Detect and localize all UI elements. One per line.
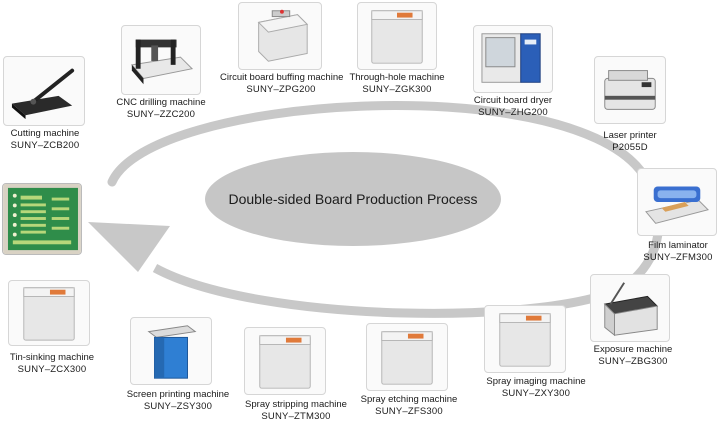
cutting-machine-image	[3, 56, 85, 126]
step-label-film-laminator: Film laminator SUNY–ZFM300	[636, 240, 720, 264]
cnc-drilling-machine-image	[121, 25, 201, 95]
flow-arc-top	[107, 101, 664, 291]
step-label-buffing-machine: Circuit board buffing machine SUNY–ZPG20…	[220, 72, 344, 96]
step-name: Screen printing machine	[126, 389, 230, 400]
laminator-icon	[645, 186, 710, 224]
tank-machine-icon	[371, 10, 423, 64]
step-name: Spray imaging machine	[486, 376, 586, 387]
spray-imaging-machine-image	[484, 305, 566, 373]
step-model: SUNY–ZPG200	[246, 84, 316, 95]
step-label-circuit-board-dryer: Circuit board dryer SUNY–ZHG200	[466, 95, 560, 119]
exposure-machine-image	[590, 274, 670, 342]
circuit-board-dryer-image	[473, 25, 553, 93]
pcb-board-icon	[3, 184, 81, 254]
oven-dryer-icon	[481, 33, 541, 83]
film-laminator-image	[637, 168, 717, 236]
step-model: SUNY–ZBG300	[598, 356, 668, 367]
step-model: SUNY–ZXY300	[501, 388, 571, 399]
step-model: SUNY–ZCB200	[10, 140, 80, 151]
spray-stripping-machine-image	[244, 327, 326, 395]
step-name: Circuit board buffing machine	[220, 72, 344, 83]
step-name: Through-hole machine	[349, 72, 445, 83]
screen-printing-machine-image	[130, 317, 212, 385]
step-label-through-hole-machine: Through-hole machine SUNY–ZGK300	[346, 72, 448, 96]
cnc-drill-icon	[130, 39, 194, 85]
step-label-exposure-machine: Exposure machine SUNY–ZBG300	[588, 344, 678, 368]
diagram-title: Double-sided Board Production Process	[228, 191, 478, 207]
step-model: SUNY–ZCX300	[17, 364, 87, 375]
tin-sinking-machine-image	[8, 280, 90, 346]
buffing-machine-icon	[257, 9, 309, 62]
step-name: Spray etching machine	[360, 394, 458, 405]
step-name: Film laminator	[648, 240, 708, 251]
step-label-spray-imaging-machine: Spray imaging machine SUNY–ZXY300	[478, 376, 594, 400]
tank-machine-icon	[381, 331, 433, 385]
step-model: SUNY–ZSY300	[143, 401, 213, 412]
step-model: SUNY–ZTM300	[261, 411, 331, 422]
laser-printer-icon	[604, 70, 656, 110]
step-label-spray-etching-machine: Spray etching machine SUNY–ZFS300	[354, 394, 464, 418]
step-model: SUNY–ZFM300	[643, 252, 713, 263]
guillotine-cutter-icon	[11, 68, 75, 120]
step-name: Tin-sinking machine	[9, 352, 95, 363]
step-name: Spray stripping machine	[245, 399, 347, 410]
step-name: CNC drilling machine	[116, 97, 206, 108]
tank-machine-icon	[23, 287, 75, 341]
step-label-cnc-drilling-machine: CNC drilling machine SUNY–ZZC200	[112, 97, 210, 121]
step-name: Circuit board dryer	[473, 95, 553, 106]
laser-printer-image	[594, 56, 666, 124]
step-label-spray-stripping-machine: Spray stripping machine SUNY–ZTM300	[236, 399, 356, 423]
tank-machine-icon	[499, 313, 551, 367]
tank-machine-icon	[259, 335, 311, 389]
buffing-machine-image	[238, 2, 322, 70]
step-label-tin-sinking-machine: Tin-sinking machine SUNY–ZCX300	[4, 352, 100, 376]
flow-arrowhead	[88, 222, 170, 272]
step-model: SUNY–ZGK300	[362, 84, 432, 95]
center-ellipse	[205, 152, 501, 246]
step-model: SUNY–ZZC200	[126, 109, 196, 120]
through-hole-machine-image	[357, 2, 437, 70]
step-name: Exposure machine	[593, 344, 673, 355]
step-model: SUNY–ZFS300	[375, 406, 443, 417]
pcb-board-image	[2, 183, 82, 255]
step-model: P2055D	[612, 142, 648, 153]
step-label-laser-printer: Laser printer P2055D	[594, 130, 666, 154]
exposure-unit-icon	[603, 282, 659, 337]
step-label-screen-printing-machine: Screen printing machine SUNY–ZSY300	[120, 389, 236, 413]
spray-etching-machine-image	[366, 323, 448, 391]
flow-arc-bottom	[152, 264, 628, 318]
step-name: Laser printer	[603, 130, 657, 141]
screen-printer-icon	[147, 325, 197, 379]
step-model: SUNY–ZHG200	[478, 107, 548, 118]
step-label-cutting-machine: Cutting machine SUNY–ZCB200	[8, 128, 82, 152]
step-name: Cutting machine	[10, 128, 80, 139]
